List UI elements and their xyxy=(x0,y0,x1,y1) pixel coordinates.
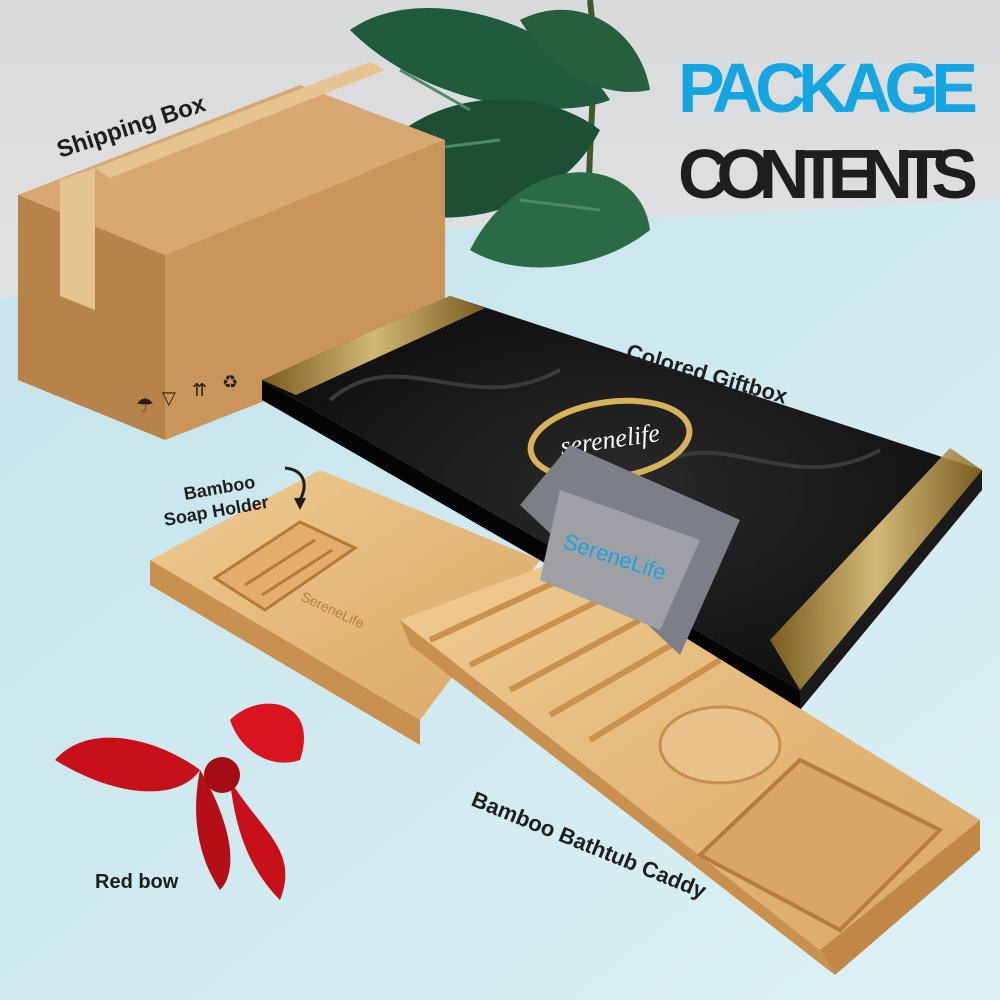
heading-line-2: CONTENTS xyxy=(678,135,978,213)
red-bow xyxy=(55,703,304,900)
umbrella-icon: ☂ xyxy=(136,395,154,417)
shipping-box: ☂ ▽ ⇈ ♻ xyxy=(18,62,445,440)
heading-line-1: PACKAGE xyxy=(678,49,978,127)
arrows-up-icon: ⇈ xyxy=(192,380,207,400)
bamboo-caddy: SereneLife xyxy=(150,470,980,975)
recycle-icon: ♻ xyxy=(222,372,238,392)
label-red-bow: Red bow xyxy=(95,871,179,893)
curved-arrow-icon xyxy=(284,466,306,501)
soap-holder xyxy=(212,520,358,612)
glass-icon: ▽ xyxy=(162,388,176,408)
pillow: SereneLife xyxy=(520,445,740,655)
cup-holder xyxy=(658,705,782,785)
tray xyxy=(696,757,944,933)
